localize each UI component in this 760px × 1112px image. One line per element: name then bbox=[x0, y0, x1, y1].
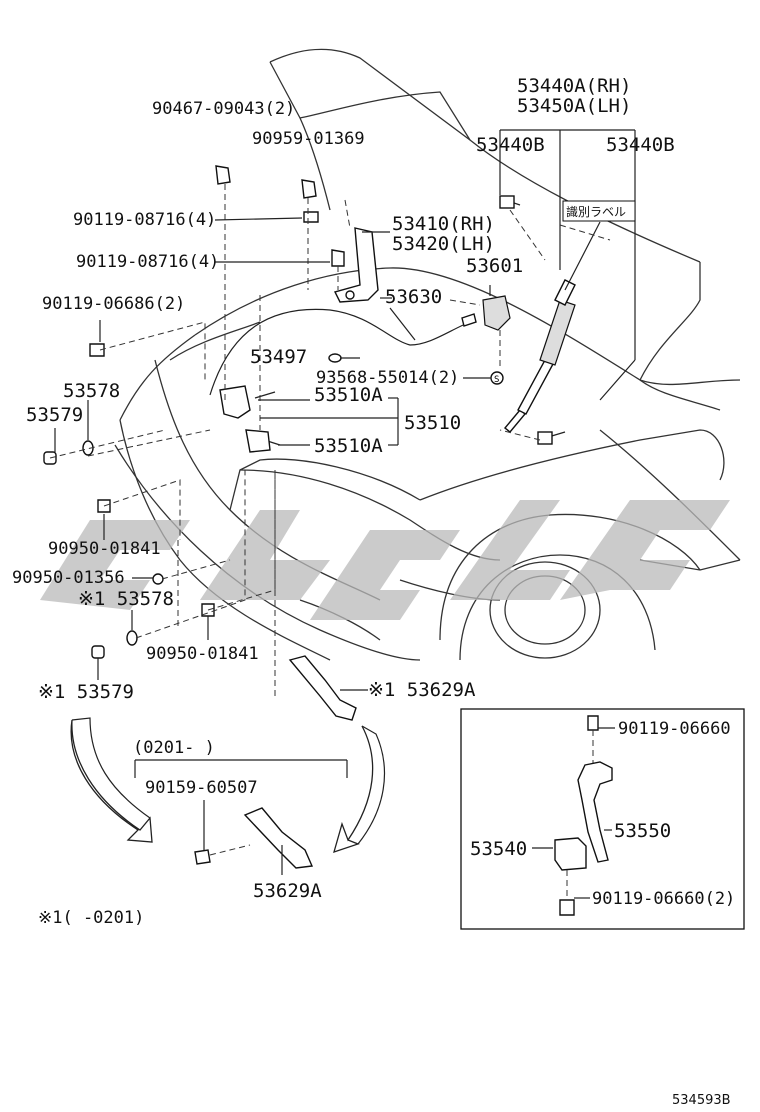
watermark bbox=[40, 500, 730, 620]
shield-53629a-upper bbox=[288, 655, 357, 721]
label-53450a-lh: 53450A(LH) bbox=[517, 95, 631, 117]
label-53420-lh: 53420(LH) bbox=[392, 233, 495, 255]
inset-panel bbox=[460, 708, 745, 930]
label-53410-rh: 53410(RH) bbox=[392, 213, 495, 235]
label-53630: 53630 bbox=[385, 286, 442, 308]
label-53579: 53579 bbox=[26, 404, 83, 426]
curved-arrow-right bbox=[333, 725, 374, 854]
label-inset-53540: 53540 bbox=[470, 838, 527, 860]
label-53629a-note: ※1 53629A bbox=[368, 679, 476, 701]
hood-lock bbox=[219, 385, 281, 453]
label-53510: 53510 bbox=[404, 412, 461, 434]
label-93568-55014: 93568-55014(2) bbox=[316, 368, 459, 388]
label-53510a-top: 53510A bbox=[314, 384, 383, 406]
label-53510a-bottom: 53510A bbox=[314, 435, 383, 457]
hood-hinge bbox=[333, 227, 379, 303]
label-range-0201: (0201- ) bbox=[133, 738, 215, 758]
label-53497: 53497 bbox=[250, 346, 307, 368]
label-90950-01841-a: 90950-01841 bbox=[48, 539, 161, 559]
hood-stopper-53601 bbox=[482, 295, 511, 331]
label-90119-08716-b: 90119-08716(4) bbox=[76, 252, 219, 272]
label-90467-09043: 90467-09043(2) bbox=[152, 99, 295, 119]
reference-code: 534593B bbox=[672, 1093, 731, 1108]
id-label-tag bbox=[562, 200, 636, 222]
label-id-tag: 識別ラベル bbox=[566, 205, 626, 219]
label-inset-53550: 53550 bbox=[614, 820, 671, 842]
curved-arrow-left bbox=[70, 719, 153, 843]
label-53440b-left: 53440B bbox=[476, 134, 545, 156]
shield-53629a-lower bbox=[243, 807, 314, 869]
label-90159-60507: 90159-60507 bbox=[145, 778, 258, 798]
label-90950-01356: 90950-01356 bbox=[12, 568, 125, 588]
label-90950-01841-b: 90950-01841 bbox=[146, 644, 259, 664]
label-leaders bbox=[54, 217, 491, 875]
label-90959-01369: 90959-01369 bbox=[252, 129, 365, 149]
label-inset-90119-06660-top: 90119-06660 bbox=[618, 719, 731, 739]
label-53629a: 53629A bbox=[253, 880, 322, 902]
label-53579-note: ※1 53579 bbox=[38, 681, 134, 703]
label-inset-90119-06660-bottom: 90119-06660(2) bbox=[592, 889, 735, 909]
label-53601: 53601 bbox=[466, 255, 523, 277]
labels: 90467-09043(2) 90959-01369 90119-08716(4… bbox=[12, 75, 735, 1108]
footnote: ※1( -0201) bbox=[38, 908, 144, 928]
label-53440b-right: 53440B bbox=[606, 134, 675, 156]
label-90119-06686: 90119-06686(2) bbox=[42, 294, 185, 314]
label-53578: 53578 bbox=[63, 380, 120, 402]
label-90119-08716-a: 90119-08716(4) bbox=[73, 210, 216, 230]
label-53578-note: ※1 53578 bbox=[78, 588, 174, 610]
label-53440a-rh: 53440A(RH) bbox=[517, 75, 631, 97]
fasteners: S bbox=[43, 165, 504, 659]
hood-strut bbox=[499, 195, 576, 445]
marker-s: S bbox=[494, 375, 499, 385]
